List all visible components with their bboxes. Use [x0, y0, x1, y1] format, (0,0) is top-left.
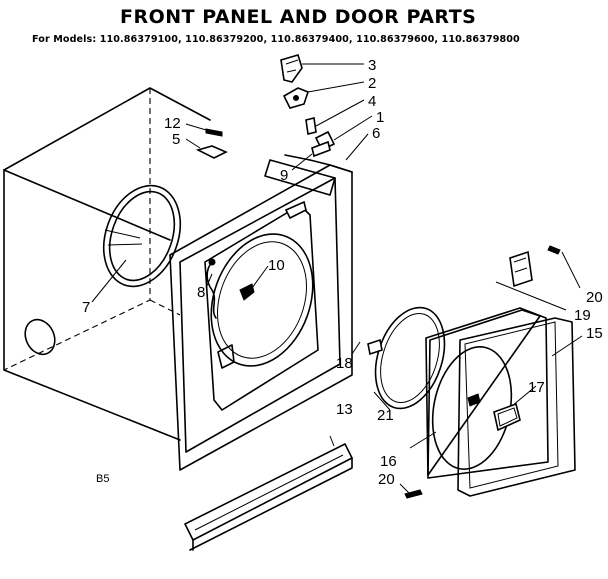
- callout-8: 8: [197, 284, 205, 301]
- callout-18: 18: [336, 355, 353, 372]
- callout-1: 1: [376, 109, 384, 126]
- callout-5: 5: [172, 131, 180, 148]
- callout-20-bottom: 20: [378, 471, 395, 488]
- diagram-title: FRONT PANEL AND DOOR PARTS: [120, 6, 477, 28]
- callout-19: 19: [574, 307, 591, 324]
- callout-16: 16: [380, 453, 397, 470]
- callout-20-top: 20: [586, 289, 603, 306]
- callout-21: 21: [377, 407, 394, 424]
- diagram-code: B5: [96, 473, 109, 485]
- door-hinge: [404, 245, 561, 499]
- callout-10: 10: [268, 257, 285, 274]
- callout-17: 17: [528, 379, 545, 396]
- leader-lines: [91, 63, 583, 495]
- callout-3: 3: [368, 57, 376, 74]
- callout-7: 7: [82, 299, 90, 316]
- callouts: 3 2 4 1 6 12 5 9 7 8 10 18 13 21 16 20 1…: [82, 57, 603, 488]
- kick-plate: [184, 443, 353, 551]
- models-line: For Models: 110.86379100, 110.86379200, …: [32, 34, 520, 45]
- inner-door-seal: [367, 306, 446, 410]
- drum-opening: [24, 318, 56, 356]
- callout-6: 6: [372, 125, 380, 142]
- callout-12: 12: [164, 115, 181, 132]
- hinge-parts: [195, 54, 336, 159]
- callout-9: 9: [280, 167, 288, 184]
- callout-2: 2: [368, 75, 376, 92]
- front-panel: [169, 154, 353, 471]
- cabinet-outline: [3, 87, 211, 441]
- door-seal-ring: [102, 184, 182, 288]
- callout-13: 13: [336, 401, 353, 418]
- callout-15: 15: [586, 325, 603, 342]
- callout-4: 4: [368, 93, 376, 110]
- outer-door: [425, 307, 576, 497]
